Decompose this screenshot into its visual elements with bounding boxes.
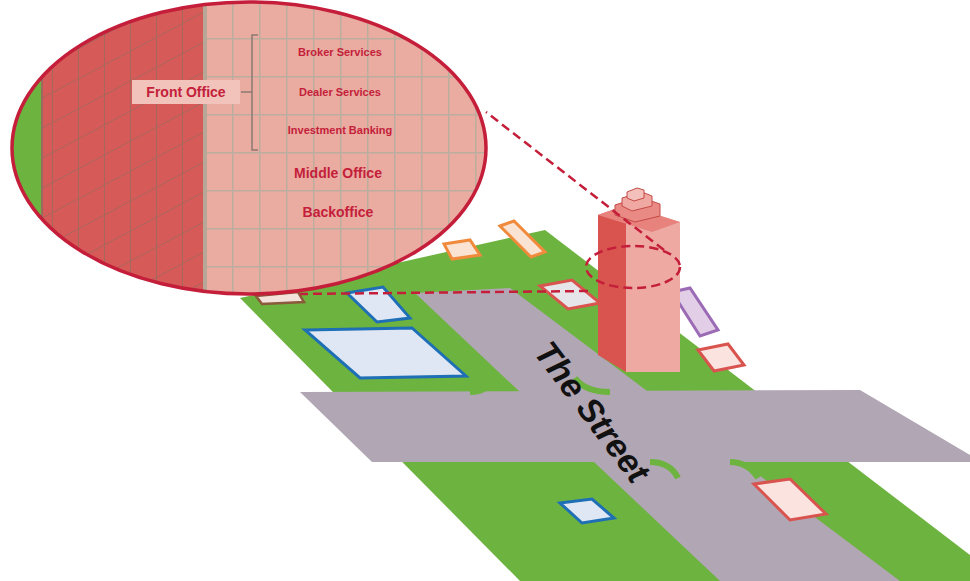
service-label: Dealer Services [299,86,381,99]
bracket [252,35,258,150]
group-label: Front Office [146,84,225,100]
office-label: Backoffice [303,204,374,220]
service-label: Broker Services [298,46,382,59]
service-label: Investment Banking [288,124,393,137]
office-label: Middle Office [294,165,382,181]
